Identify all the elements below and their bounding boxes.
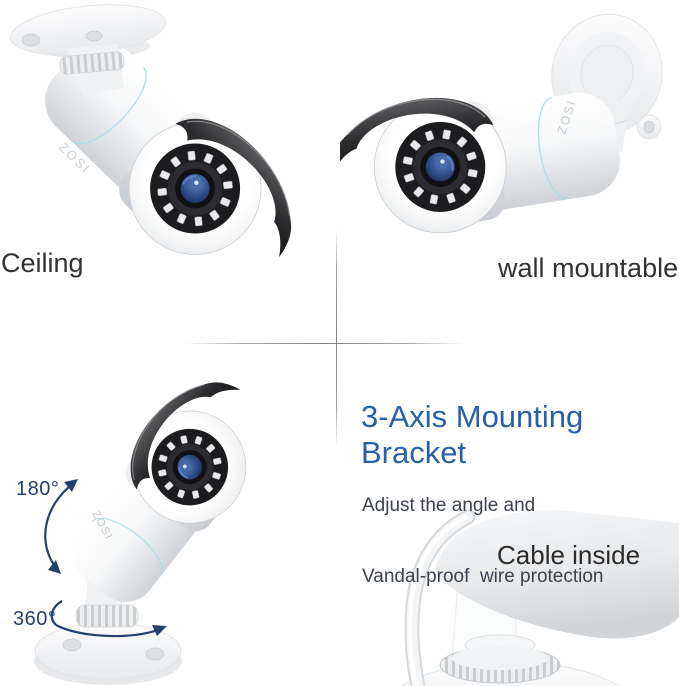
ceiling-camera-photo: ZOSI [9,4,323,300]
pan-angle-label: 360° [13,608,57,630]
knurled-ring [59,51,125,75]
screw-hole [21,33,41,47]
bracket-base-photo [400,509,679,686]
feature-description-line2: Vandal-proof wire protection [362,565,604,587]
camera-body-closeup [435,510,679,639]
cable-inside-caption: Cable inside [497,540,641,570]
wall-camera-photo: ZOSI [340,13,663,251]
knurled-collar [75,604,139,628]
tilt-angle-label: 180° [16,478,60,500]
feature-description-line1: Adjust the angle and [362,495,536,516]
feature-description: Adjust the angle and Vandal-proof wire p… [362,447,604,635]
vertical-divider [336,229,337,447]
screw-hole [85,30,103,42]
ceiling-caption: Ceiling [1,248,84,278]
lock-ring-top [452,646,548,670]
screw-hole [62,638,82,652]
pedestal-base [34,573,182,685]
wall-mountable-caption: wall mountable [498,253,679,283]
bullet-camera [340,68,629,251]
tilted-camera-photo: ZOSI [34,357,292,685]
ceiling-mount [9,4,167,96]
tilt-arrow-icon [44,479,78,574]
pan-arrow-icon [50,600,167,638]
horizontal-divider [186,343,464,344]
screw-hole [643,120,655,134]
bullet-camera [48,357,292,623]
white-cable [404,509,476,686]
screw-hole [145,647,165,661]
feature-title: 3-Axis Mounting Bracket [361,399,584,470]
